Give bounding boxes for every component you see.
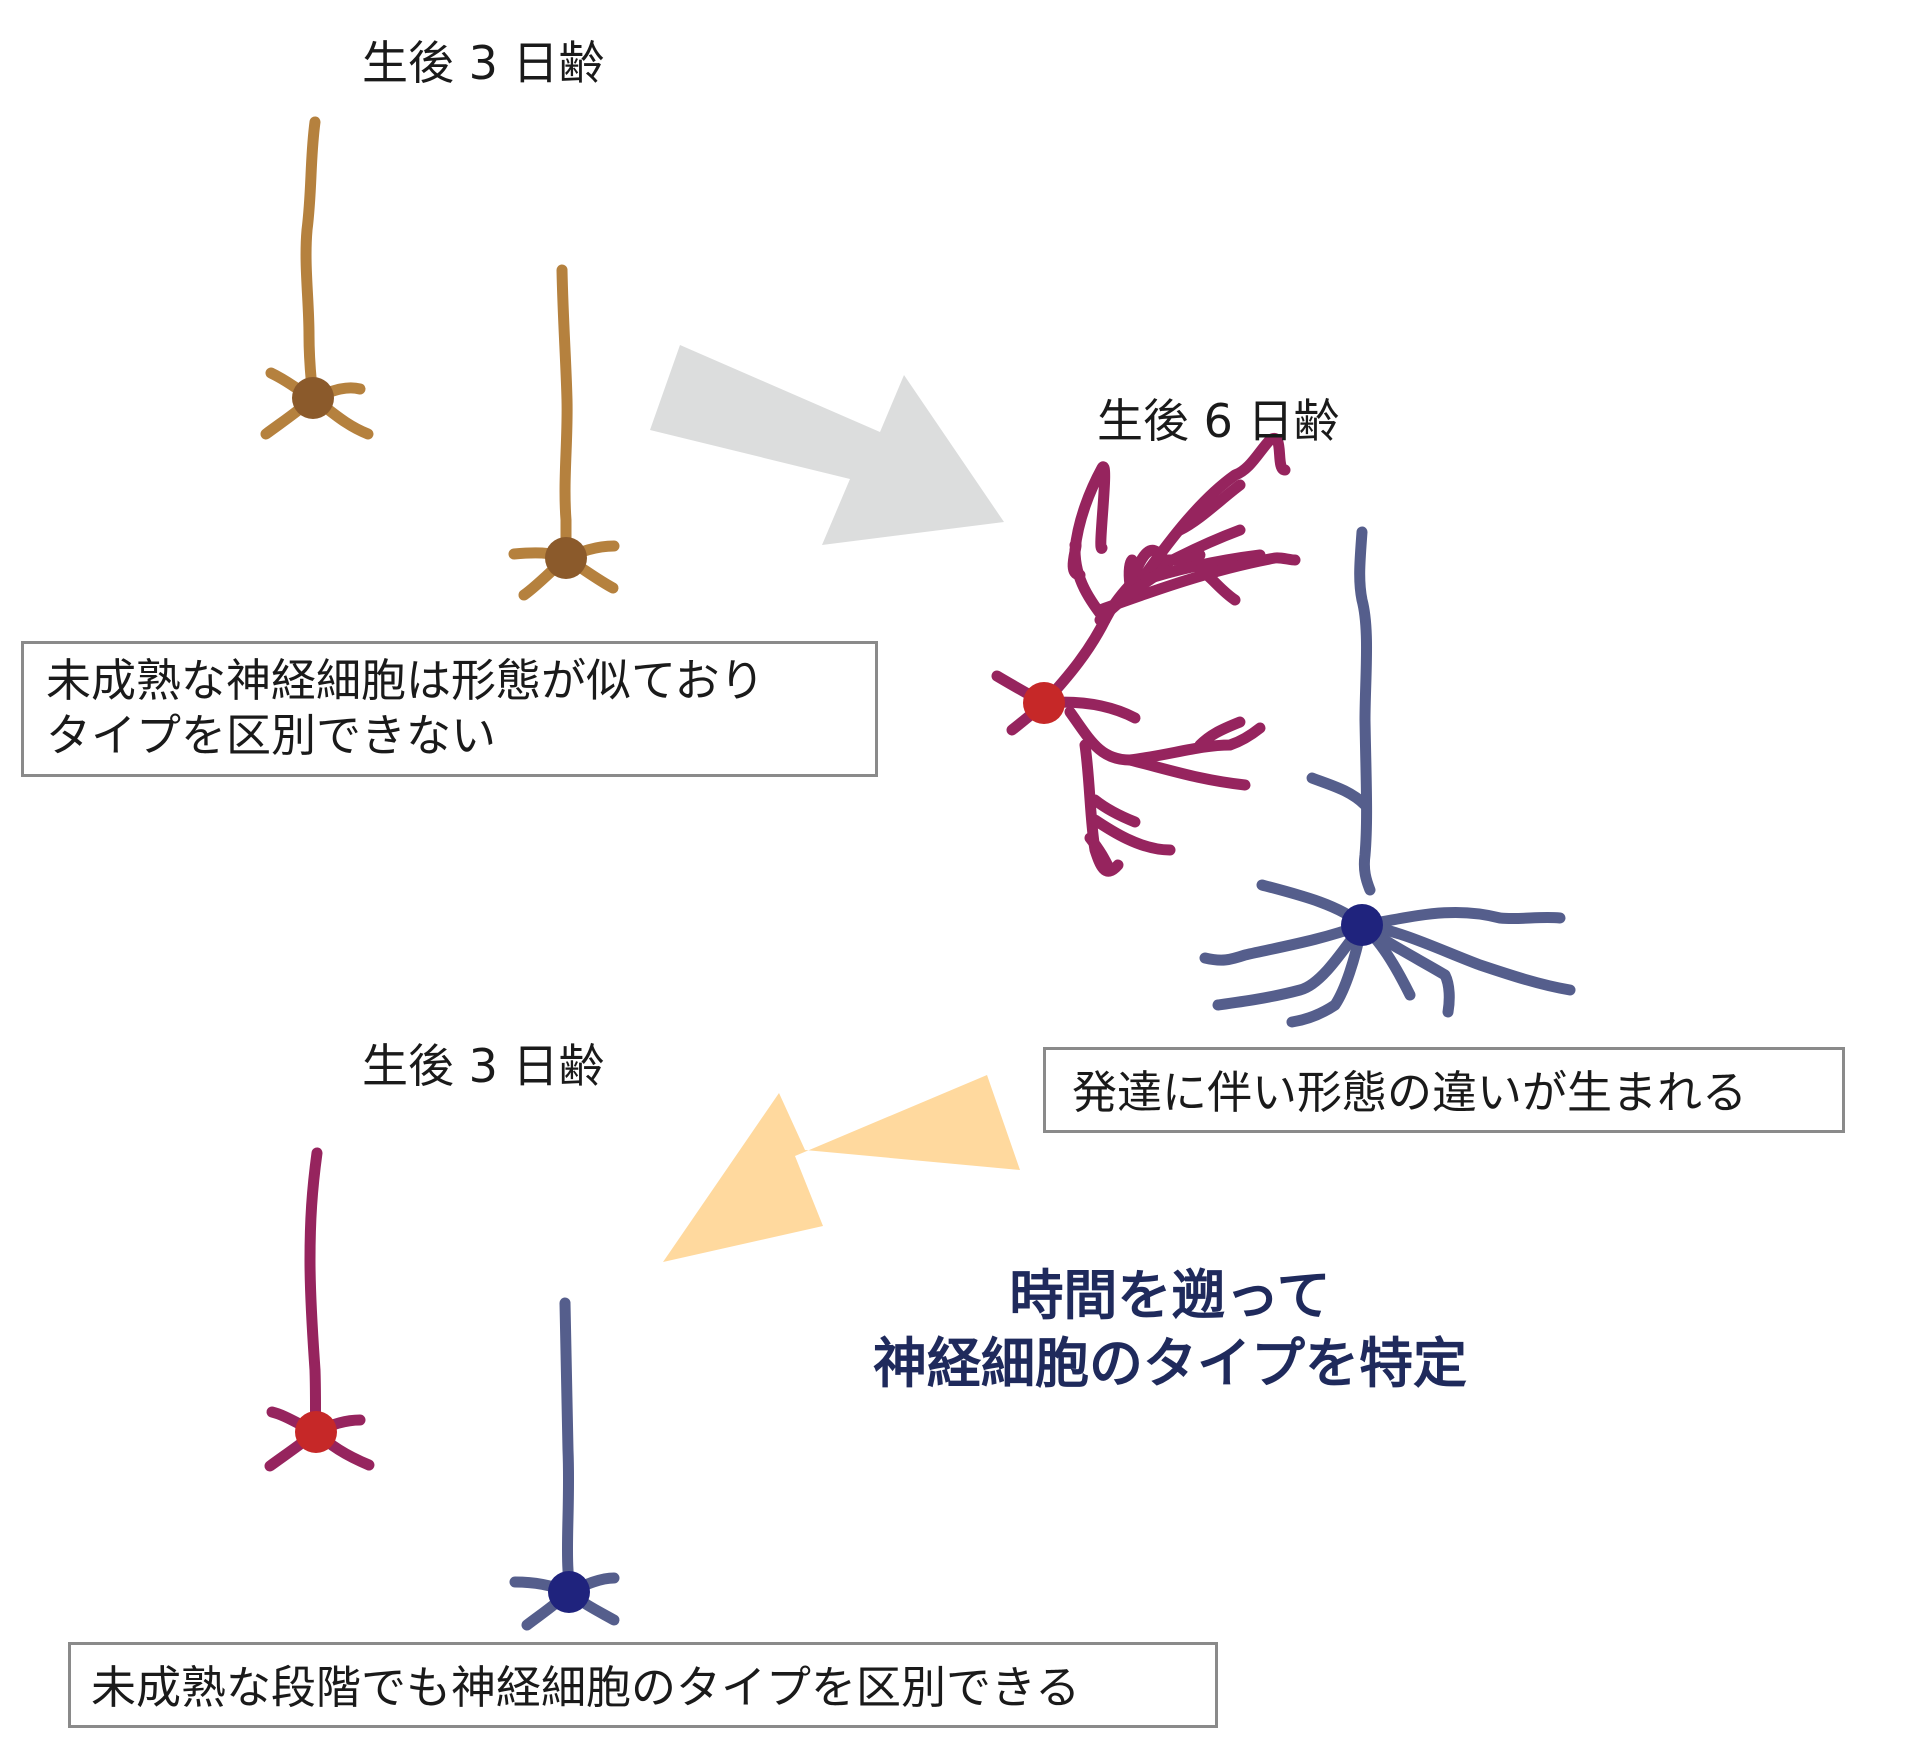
neuron-dendrite bbox=[1094, 564, 1171, 626]
neuron-dendrite bbox=[304, 1147, 323, 1438]
neuron-dendrite bbox=[1089, 794, 1141, 828]
neuron-dendrite bbox=[1084, 832, 1116, 876]
neuron-dendrite bbox=[1064, 706, 1266, 766]
neuron-dendrite bbox=[1159, 549, 1206, 566]
neuron-dendrite bbox=[1094, 552, 1301, 616]
headline-line-1: 時間を遡って bbox=[1009, 1264, 1331, 1327]
type-b-neuron-p6 bbox=[1199, 526, 1576, 1028]
immature-caption-box: 未成熟な神経細胞は形態が似ており タイプを区別できない bbox=[21, 641, 878, 777]
age-label-p6: 生後 6 日齢 bbox=[1097, 394, 1340, 448]
neuron-dendrite bbox=[1194, 564, 1241, 606]
neuron-dendrite bbox=[1354, 526, 1376, 896]
neuron-dendrite bbox=[1067, 539, 1086, 581]
identified-caption-box: 未成熟な段階でも神経細胞のタイプを区別できる bbox=[68, 1642, 1218, 1728]
immature-caption-line-2: タイプを区別できない bbox=[46, 708, 497, 762]
neuron-dendrite bbox=[1356, 919, 1576, 996]
headline-line-2: 神経細胞のタイプを特定 bbox=[873, 1331, 1467, 1395]
neuron-dendrite bbox=[1199, 919, 1368, 966]
headline: 時間を遡って 神経細胞のタイプを特定 bbox=[830, 1262, 1510, 1397]
neuron-dendrite bbox=[1124, 754, 1251, 791]
forward-arrow bbox=[650, 345, 1004, 545]
neuron-dendrite bbox=[1286, 919, 1368, 1028]
identified-caption-line: 未成熟な段階でも神経細胞のタイプを区別できる bbox=[91, 1661, 1081, 1714]
type-a-soma-p6 bbox=[1023, 682, 1065, 724]
age-label-p3-top: 生後 3 日齢 bbox=[362, 36, 605, 90]
neuron-dendrite bbox=[1069, 461, 1111, 626]
neuron-dendrite bbox=[1212, 919, 1368, 1011]
neuron-dendrite bbox=[1089, 814, 1176, 856]
type-b-soma-p6 bbox=[1341, 904, 1383, 946]
type-a-neuron-p6 bbox=[991, 432, 1301, 877]
neuron-dendrite bbox=[556, 264, 573, 564]
immature-caption-line-1: 未成熟な神経細胞は形態が似ており bbox=[46, 654, 765, 707]
neuron-dendrite bbox=[1174, 479, 1246, 536]
development-caption-box: 発達に伴い形態の違いが生まれる bbox=[1043, 1047, 1845, 1133]
neuron-dendrite bbox=[559, 1297, 575, 1598]
neuron-dendrite bbox=[1356, 906, 1566, 931]
neuron-dendrite bbox=[1194, 716, 1246, 751]
neuron-dendrite bbox=[300, 116, 321, 404]
type-b-soma-p3 bbox=[548, 1571, 590, 1613]
neuron-dendrite bbox=[1356, 919, 1455, 1018]
immature-soma-1 bbox=[292, 377, 334, 419]
type-a-soma-p3 bbox=[295, 1411, 337, 1453]
age-label-p3-bottom: 生後 3 日齢 bbox=[362, 1039, 605, 1093]
immature-soma-2 bbox=[545, 537, 587, 579]
development-caption-line: 発達に伴い形態の違いが生まれる bbox=[1072, 1066, 1748, 1119]
backward-arrow bbox=[663, 1075, 1020, 1262]
neuron-dendrite bbox=[1306, 772, 1371, 811]
